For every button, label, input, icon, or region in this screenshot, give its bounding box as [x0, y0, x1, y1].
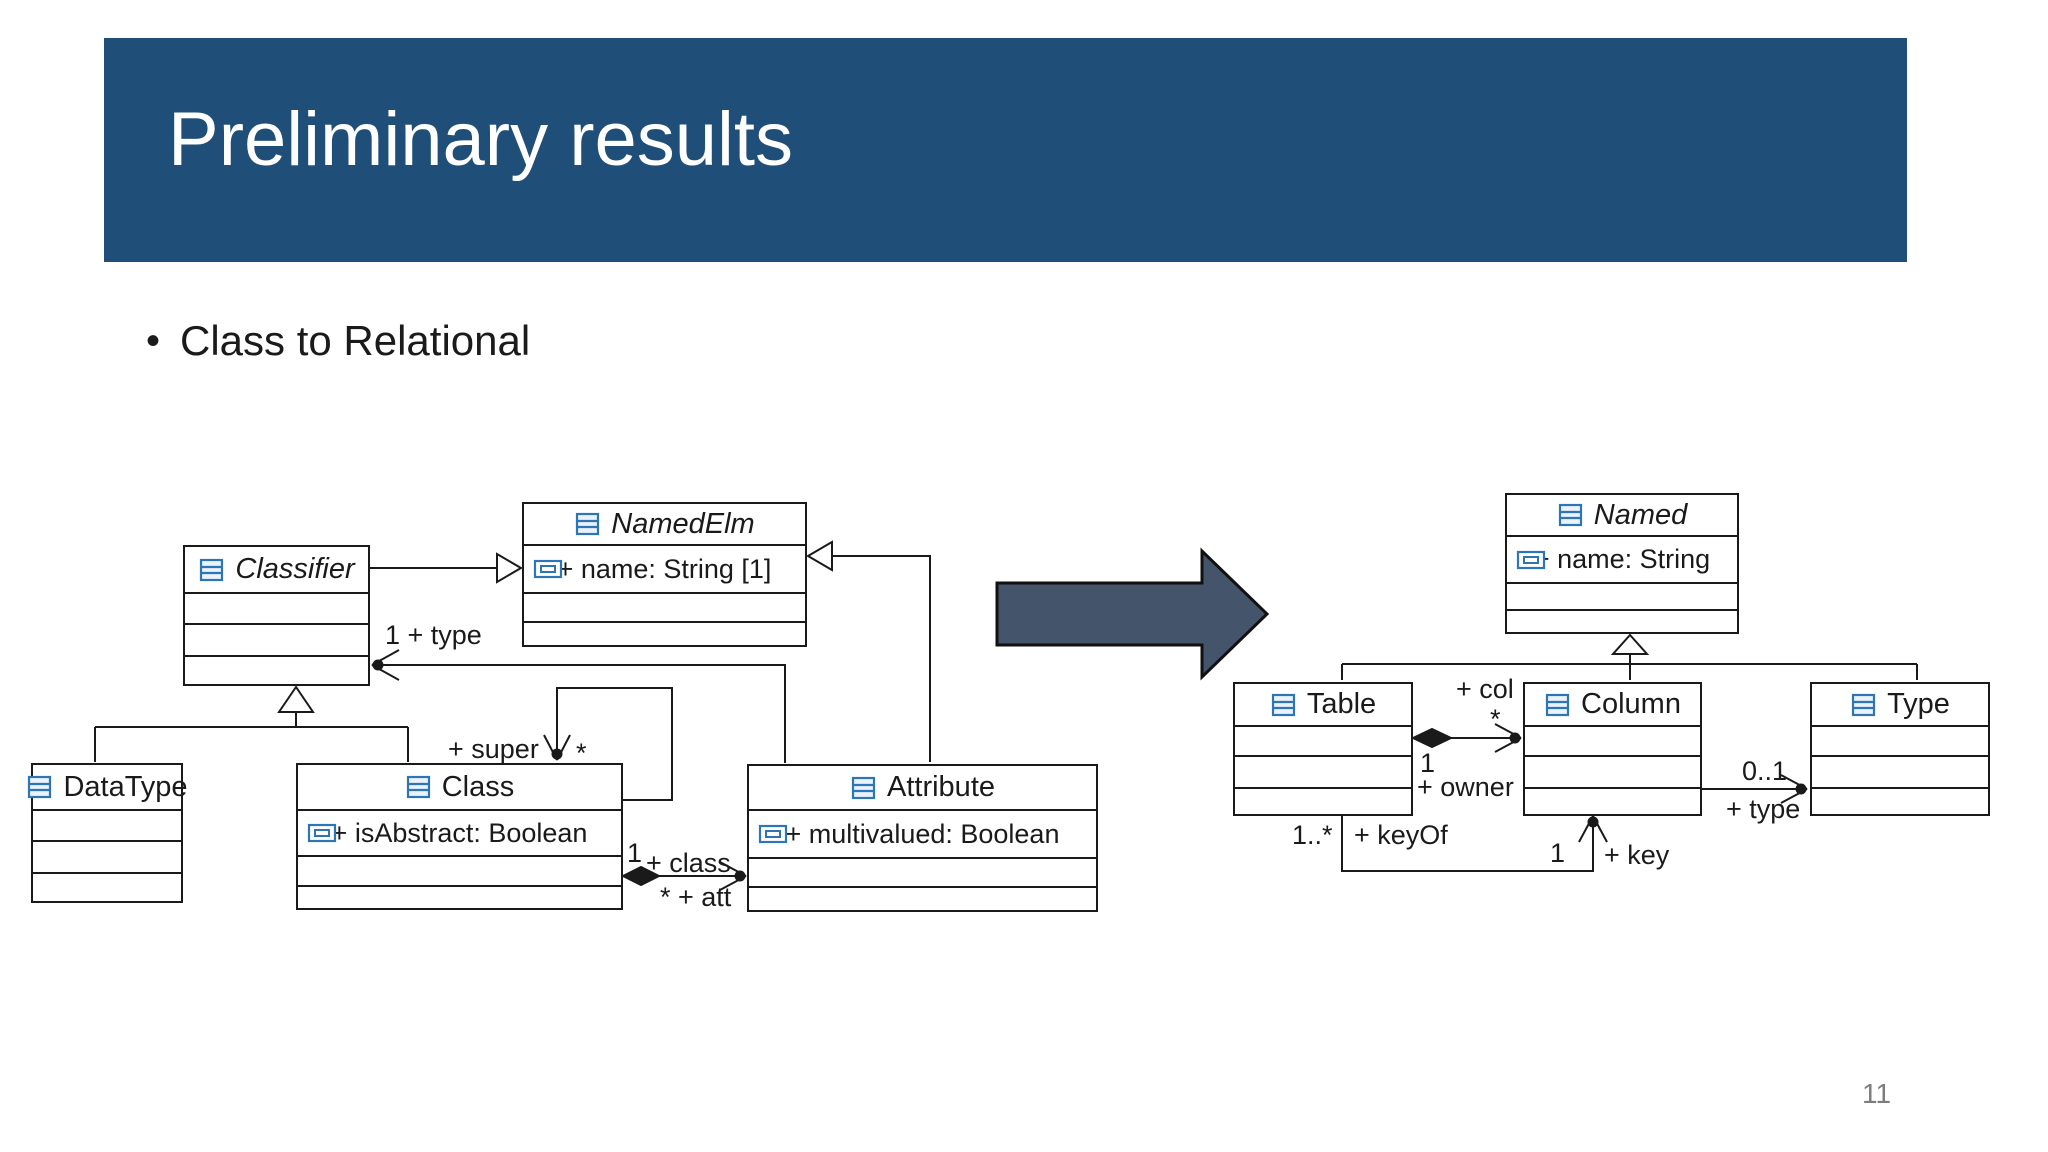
uml-class-icon [405, 773, 433, 801]
empty-compartment [1507, 609, 1737, 632]
uml-class-classifier: Classifier [183, 545, 370, 686]
empty-compartment [33, 809, 181, 840]
label-owner-multiplicity: 1 [1420, 748, 1436, 778]
uml-class-icon [26, 773, 54, 801]
generalization-tree-named [1341, 633, 1918, 680]
generalization-attribute-namedelm [806, 540, 931, 762]
label-type-multiplicity: 0..1 [1742, 756, 1788, 786]
uml-class-icon [1850, 691, 1878, 719]
empty-compartment [524, 621, 805, 645]
label-keyof-role: + keyOf [1354, 820, 1448, 850]
label-owner-role: + owner [1417, 772, 1514, 802]
empty-compartment [1235, 787, 1411, 814]
association-table-keyof-column [1341, 815, 1608, 872]
empty-compartment [749, 857, 1096, 886]
empty-compartment [1812, 787, 1988, 814]
uml-class-class: Class + isAbstract: Boolean [296, 763, 623, 910]
uml-class-column: Column [1523, 682, 1702, 816]
bullet-icon: • [146, 319, 161, 364]
empty-compartment [1525, 787, 1700, 814]
empty-compartment [298, 885, 621, 908]
class-name: DataType [63, 770, 188, 803]
class-name: Attribute [887, 771, 995, 803]
empty-compartment [1812, 755, 1988, 787]
empty-compartment [33, 872, 181, 901]
uml-class-named: Named + name: String [1505, 493, 1739, 634]
association-class-super-selfloop [543, 687, 673, 801]
label-att-role: * + att [660, 882, 732, 912]
class-name: Classifier [235, 553, 355, 585]
association-attribute-type-classifier [371, 649, 786, 763]
class-attribute: + name: String [1] [557, 553, 772, 584]
empty-compartment [1235, 755, 1411, 787]
uml-class-icon [198, 556, 226, 584]
label-col-multiplicity: * [1490, 704, 1501, 734]
label-super-role: + super [448, 734, 539, 764]
association-class-att-attribute [620, 861, 747, 891]
empty-compartment [185, 623, 368, 655]
class-name: Column [1581, 688, 1681, 720]
page-number: 11 [1862, 1078, 1892, 1109]
empty-compartment [185, 655, 368, 684]
class-attribute: + multivalued: Boolean [785, 818, 1060, 849]
class-name: Class [441, 770, 515, 803]
transform-right-arrow [995, 547, 1270, 681]
association-column-type-type [1702, 774, 1808, 804]
empty-compartment [185, 592, 368, 623]
class-name: Named [1593, 498, 1688, 531]
label-class-role: + class [646, 848, 731, 878]
empty-compartment [33, 840, 181, 872]
uml-attribute-icon [307, 822, 337, 844]
uml-class-table: Table [1233, 682, 1413, 816]
empty-compartment [1235, 725, 1411, 755]
uml-attribute-icon [1516, 549, 1546, 571]
empty-compartment [524, 592, 805, 621]
uml-class-icon [1544, 691, 1572, 719]
bullet-item: • Class to Relational [146, 317, 531, 364]
uml-class-namedelm: NamedElm + name: String [1] [522, 502, 807, 647]
label-super-multiplicity: * [576, 738, 587, 768]
generalization-classifier-namedelm [370, 552, 523, 584]
generalization-tree-classifier [94, 685, 409, 762]
slide-title: Preliminary results [168, 97, 794, 182]
label-col-role: + col [1456, 674, 1514, 704]
uml-class-datatype: DataType [28, 763, 188, 903]
uml-class-icon [850, 774, 878, 802]
label-type-multiplicity-role: 1 + type [385, 620, 482, 650]
uml-class-icon [1557, 501, 1585, 529]
uml-class-type: Type [1810, 682, 1990, 816]
empty-compartment [1525, 755, 1700, 787]
uml-class-icon [1270, 691, 1298, 719]
uml-attribute-icon [533, 558, 563, 580]
label-key-role: + key [1604, 840, 1670, 870]
uml-class-icon [574, 510, 602, 538]
bullet-text: Class to Relational [180, 317, 531, 364]
empty-compartment [749, 886, 1096, 910]
label-keyof-multiplicity: 1..* [1292, 820, 1333, 850]
class-attribute: + name: String [1533, 544, 1711, 574]
empty-compartment [1507, 582, 1737, 609]
empty-compartment [298, 855, 621, 885]
class-name: Table [1306, 688, 1377, 720]
uml-attribute-icon [758, 823, 788, 845]
class-attribute: + isAbstract: Boolean [331, 817, 588, 848]
title-bar: Preliminary results [104, 38, 1907, 262]
association-table-col-column [1410, 723, 1522, 753]
label-class-multiplicity: 1 [627, 838, 643, 868]
class-name: NamedElm [611, 507, 755, 540]
empty-compartment [1525, 725, 1700, 755]
class-name: Type [1887, 688, 1950, 720]
uml-class-attribute: Attribute + multivalued: Boolean [747, 764, 1098, 912]
empty-compartment [1812, 725, 1988, 755]
label-type-role: + type [1726, 794, 1801, 824]
label-key-multiplicity: 1 [1550, 838, 1566, 868]
